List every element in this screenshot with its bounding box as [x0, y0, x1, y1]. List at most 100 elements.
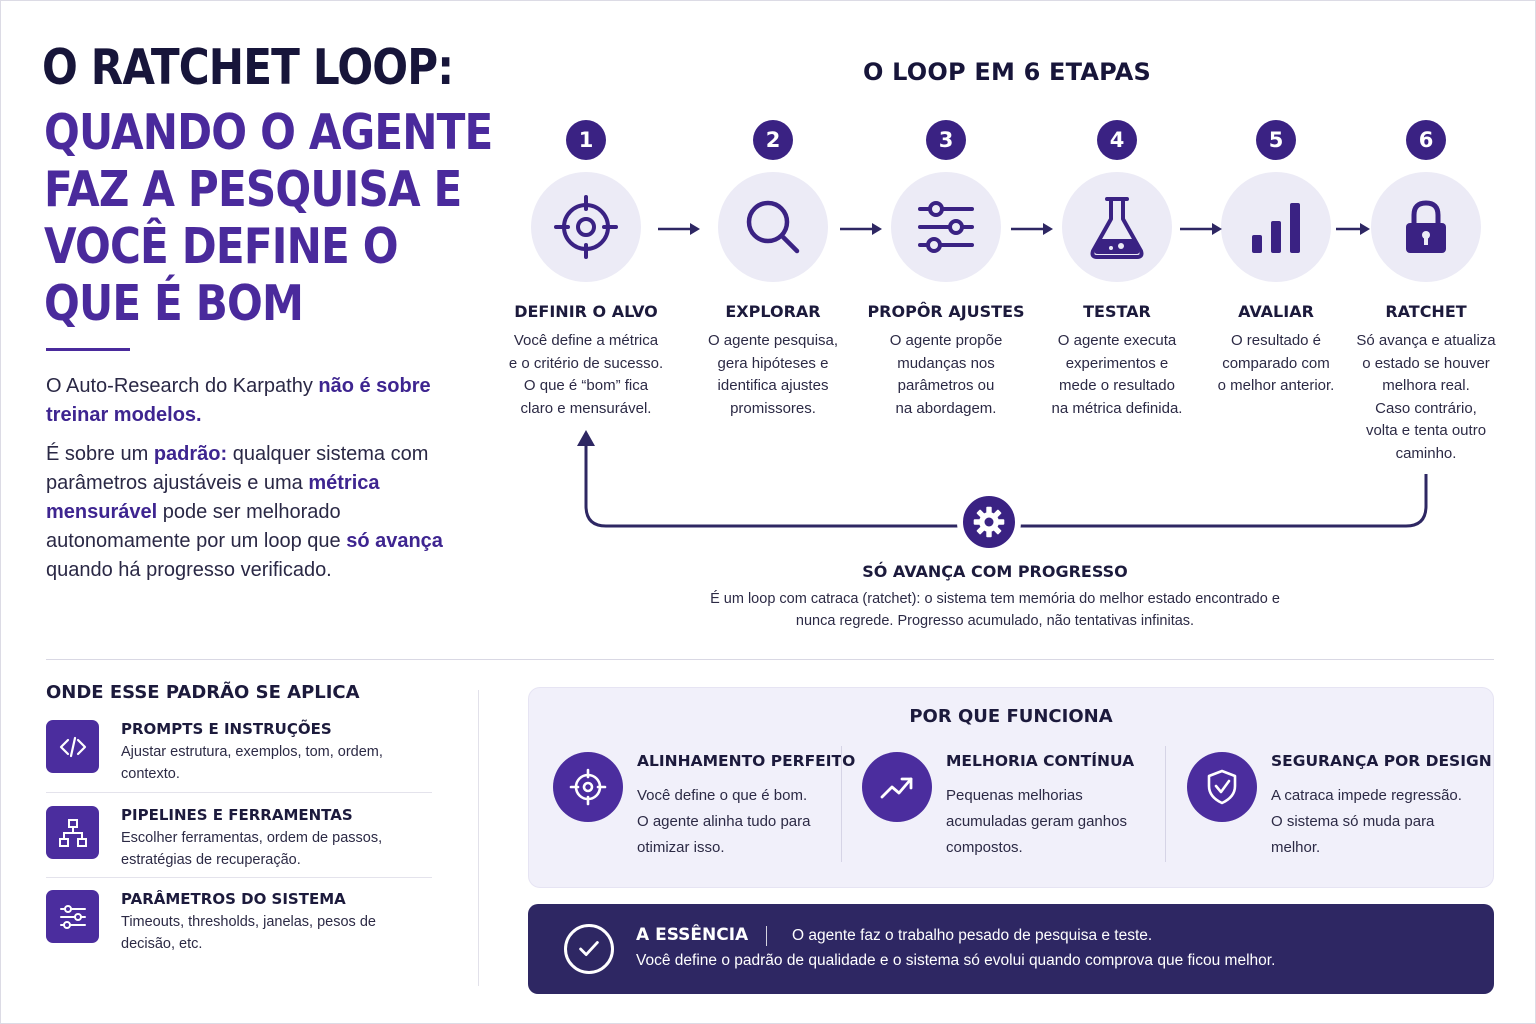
arrow-right-icon: [658, 223, 700, 235]
essence-banner: A ESSÊNCIA O agente faz o trabalho pesad…: [528, 904, 1494, 994]
step-number: 1: [566, 120, 606, 160]
column-divider: [478, 690, 479, 986]
why-item-description: Pequenas melhorias acumuladas geram ganh…: [946, 787, 1127, 856]
title-sub-line: FAZ A PESQUISA E: [44, 161, 462, 218]
step-description: O agente pesquisa, gera hipóteses e iden…: [707, 332, 839, 417]
application-item: PROMPTS E INSTRUÇÕES Ajustar estrutura, …: [46, 720, 432, 798]
code-icon: [46, 720, 99, 773]
step-name: EXPLORAR: [725, 302, 821, 321]
search-icon: [746, 200, 800, 254]
sliders-icon: [46, 890, 99, 943]
shield-icon: [1187, 752, 1257, 822]
list-divider: [46, 792, 432, 793]
progress-title: SÓ AVANÇA COM PROGRESSO: [862, 562, 1128, 581]
title-subtitle: QUANDO O AGENTE FAZ A PESQUISA E VOCÊ DE…: [44, 104, 493, 332]
application-name: PIPELINES E FERRAMENTAS: [121, 806, 353, 824]
step-description: O resultado é comparado com o melhor ant…: [1217, 332, 1335, 394]
gear-icon: [957, 490, 1021, 554]
step-description: Só avança e atualiza o estado se houver …: [1356, 332, 1496, 462]
workflow-icon: [46, 806, 99, 859]
sliders-icon: [918, 201, 974, 253]
why-it-works-panel: POR QUE FUNCIONA ALINHAMENTO PERFEITO Vo…: [528, 687, 1494, 888]
intro-highlight: não é sobre treinar modelos.: [46, 375, 431, 426]
loop-step-3: 3 PROPÔR AJUSTES O agente propõe mudança…: [861, 120, 1031, 420]
intro-text-run: pode ser melhorado autonomamente por um …: [46, 501, 347, 552]
step-icon-circle: [1221, 172, 1331, 282]
title-sub-line: QUE É BOM: [44, 275, 304, 332]
step-number: 3: [926, 120, 966, 160]
step-name: DEFINIR O ALVO: [514, 302, 658, 321]
intro-highlight: só avança: [346, 530, 443, 552]
step-description: O agente propõe mudanças nos parâmetros …: [889, 332, 1003, 417]
application-name: PARÂMETROS DO SISTEMA: [121, 890, 346, 908]
loop-step-4: 4 TESTAR O agente executa experimentos e…: [1032, 120, 1202, 420]
why-item-name: ALINHAMENTO PERFEITO: [637, 752, 856, 770]
why-item-description: Você define o que é bom. O agente alinha…: [637, 787, 811, 856]
step-icon-circle: [531, 172, 641, 282]
intro-highlight: padrão:: [153, 443, 228, 465]
intro-text-run: qualquer sistema com parâmetros ajustáve…: [46, 443, 429, 494]
lock-icon: [1406, 200, 1446, 253]
step-icon-circle: [891, 172, 1001, 282]
step-icon-circle: [1062, 172, 1172, 282]
intro-text-run: É sobre um: [46, 443, 154, 465]
title-sub-line: VOCÊ DEFINE O: [44, 218, 399, 275]
intro-text: O Auto-Research do Karpathy não é sobre …: [46, 372, 476, 595]
step-number: 6: [1406, 120, 1446, 160]
loop-step-6: 6 RATCHET Só avança e atualiza o estado …: [1341, 120, 1511, 465]
trend-up-icon: [862, 752, 932, 822]
section-divider: [46, 659, 1494, 660]
application-description: Escolher ferramentas, ordem de passos, e…: [121, 830, 383, 868]
application-description: Ajustar estrutura, exemplos, tom, ordem,…: [121, 744, 383, 782]
step-name: RATCHET: [1385, 302, 1467, 321]
column-divider: [841, 746, 842, 862]
loop-step-1: 1 DEFINIR O ALVO Você define a métrica e…: [501, 120, 671, 420]
applications-title: ONDE ESSE PADRÃO SE APLICA: [46, 682, 360, 703]
step-number: 5: [1256, 120, 1296, 160]
why-title: POR QUE FUNCIONA: [909, 706, 1113, 727]
intro-text-run: quando há progresso verificado.: [46, 559, 332, 581]
why-item-name: MELHORIA CONTÍNUA: [946, 752, 1135, 770]
intro-paragraph-1: O Auto-Research do Karpathy não é sobre …: [46, 372, 476, 430]
essence-line-1: O agente faz o trabalho pesado de pesqui…: [792, 927, 1153, 944]
title-sub-line: QUANDO O AGENTE: [44, 104, 493, 161]
target-icon: [554, 195, 618, 259]
check-circle-icon: [564, 924, 614, 974]
arrow-right-icon: [1180, 223, 1222, 235]
arrow-right-icon: [840, 223, 882, 235]
intro-highlight: métrica mensurável: [46, 472, 380, 523]
column-divider: [1165, 746, 1166, 862]
arrow-right-icon: [1336, 223, 1370, 235]
step-name: TESTAR: [1083, 302, 1151, 321]
why-item-description: A catraca impede regressão. O sistema só…: [1271, 787, 1462, 856]
intro-paragraph-2: É sobre um padrão: qualquer sistema com …: [46, 440, 476, 585]
loop-step-5: 5 AVALIAR O resultado é comparado com o …: [1191, 120, 1361, 398]
application-name: PROMPTS E INSTRUÇÕES: [121, 720, 332, 738]
essence-separator: [766, 926, 767, 946]
step-icon-circle: [1371, 172, 1481, 282]
application-description: Timeouts, thresholds, janelas, pesos de …: [121, 914, 376, 952]
step-number: 4: [1097, 120, 1137, 160]
target-icon: [553, 752, 623, 822]
loop-step-2: 2 EXPLORAR O agente pesquisa, gera hipót…: [688, 120, 858, 420]
bar-chart-icon: [1252, 203, 1300, 253]
intro-text-run: O Auto-Research do Karpathy: [46, 375, 319, 397]
flask-icon: [1090, 197, 1144, 259]
arrow-right-icon: [1011, 223, 1053, 235]
step-name: AVALIAR: [1238, 302, 1314, 321]
title-divider: [46, 348, 130, 351]
step-description: Você define a métrica e o critério de su…: [508, 332, 664, 417]
step-description: O agente executa experimentos e mede o r…: [1051, 332, 1183, 417]
step-name: PROPÔR AJUSTES: [867, 302, 1025, 321]
why-item-name: SEGURANÇA POR DESIGN: [1271, 752, 1492, 770]
application-item: PIPELINES E FERRAMENTAS Escolher ferrame…: [46, 806, 432, 884]
list-divider: [46, 877, 432, 878]
application-item: PARÂMETROS DO SISTEMA Timeouts, threshol…: [46, 890, 432, 968]
essence-line-2: Você define o padrão de qualidade e o si…: [636, 952, 1276, 969]
progress-description: É um loop com catraca (ratchet): o siste…: [710, 591, 1280, 629]
title-main: O RATCHET LOOP:: [42, 39, 454, 96]
step-number: 2: [753, 120, 793, 160]
essence-label: A ESSÊNCIA: [636, 925, 749, 945]
loop-title: O LOOP EM 6 ETAPAS: [863, 58, 1151, 86]
